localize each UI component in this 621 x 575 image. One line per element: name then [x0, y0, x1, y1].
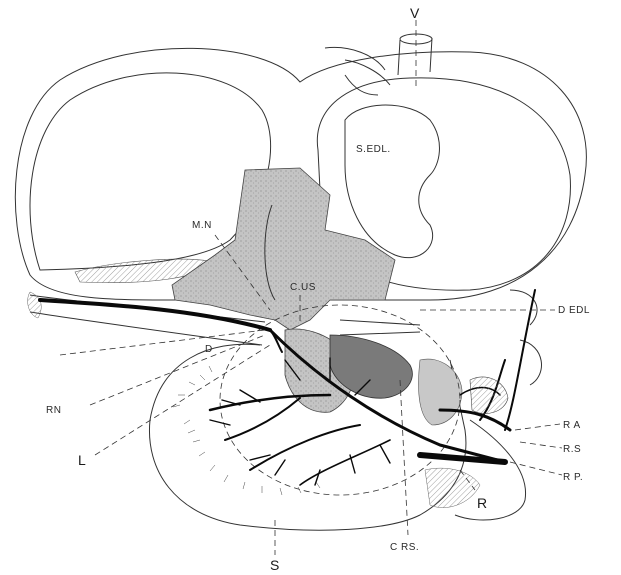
central-gland [172, 168, 395, 330]
label-rp: R P. [563, 472, 583, 483]
label-dedl: D EDL [558, 305, 590, 316]
label-r: R [477, 495, 487, 511]
label-rs: R.S [563, 444, 581, 455]
label-v: V [410, 5, 420, 21]
label-s: S [270, 557, 279, 573]
lower-sac-hatch [425, 468, 480, 508]
label-cus: C.US [290, 282, 316, 293]
label-mn: M.N [192, 220, 212, 231]
vessel-end-hatch [470, 377, 508, 414]
sedl-sac-outline [345, 105, 439, 258]
duct-right-arm [340, 320, 420, 335]
label-sedl: S.EDL. [356, 144, 391, 155]
label-ra: R A [563, 420, 581, 431]
label-l: L [78, 452, 86, 468]
label-d: D [205, 344, 213, 355]
label-rn: RN [46, 405, 61, 416]
gland-right-lobe [419, 359, 463, 425]
label-crs: C RS. [390, 542, 419, 553]
